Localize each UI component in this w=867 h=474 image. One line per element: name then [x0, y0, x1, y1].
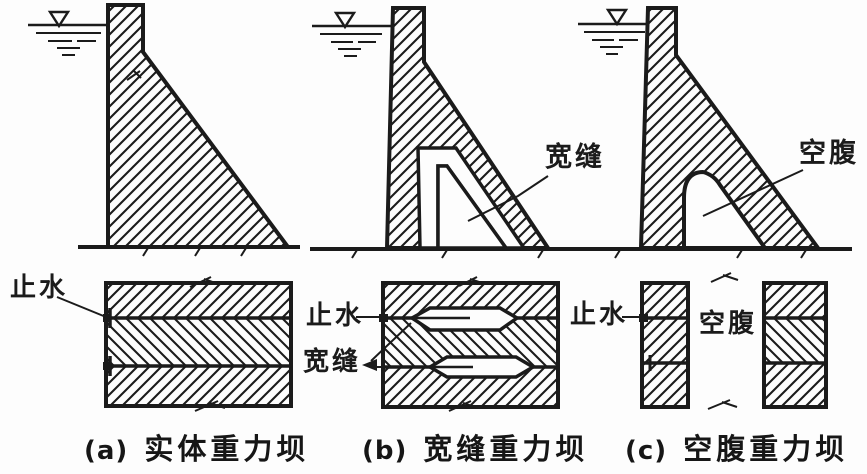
water-level-icon	[578, 8, 648, 55]
break-mark	[458, 276, 486, 287]
waterstop-dot	[639, 314, 648, 322]
adjacent-monolith-through-slot	[436, 164, 510, 250]
waterstop-dot	[103, 362, 110, 370]
hollow-label-plan: 空腹	[699, 309, 758, 339]
plan-b-outline	[381, 281, 560, 409]
caption-index: (c)	[625, 436, 668, 466]
plan-c-left-strip	[640, 281, 690, 409]
wide-slot-leader-lines	[370, 322, 430, 368]
dam-c-elevation	[575, 6, 852, 259]
caption-text: 空腹重力坝	[683, 432, 849, 466]
joint-centerlines	[412, 316, 473, 369]
water-level-icon	[28, 10, 108, 56]
joint-lines	[764, 316, 826, 365]
waterstop-leader-line	[56, 296, 107, 318]
waterstop-dot	[379, 314, 388, 322]
caption-index: (b)	[362, 436, 408, 466]
break-mark	[710, 272, 739, 283]
break-mark	[126, 70, 142, 81]
caption-solid-gravity-dam: (a) 实体重力坝	[84, 432, 310, 466]
caption-wide-slot-gravity-dam: (b) 宽缝重力坝	[362, 432, 589, 466]
waterstop-label-b: 止水	[306, 301, 365, 331]
waterstop-dot	[103, 314, 110, 322]
plan-c-right-strip	[762, 281, 828, 409]
wide-slot-label-plan: 宽缝	[303, 347, 362, 377]
dam-b-plan	[356, 276, 560, 412]
hollow-label: 空腹	[799, 138, 859, 169]
hollow-cavity-void	[682, 169, 769, 250]
break-mark	[707, 399, 738, 410]
break-mark	[448, 400, 479, 412]
ground-ticks	[351, 249, 544, 259]
hollow-leader-line	[702, 169, 804, 217]
ground-ticks	[142, 247, 247, 257]
wide-slot-arrowhead	[362, 359, 377, 371]
caption-hollow-gravity-dam: (c) 空腹重力坝	[625, 432, 849, 466]
break-mark	[194, 400, 226, 412]
dam-b-elevation	[310, 6, 592, 259]
caption-index: (a)	[84, 436, 129, 466]
dam-c-plan	[622, 272, 828, 410]
caption-text: 实体重力坝	[144, 432, 310, 466]
dam-a-body	[106, 3, 292, 249]
water-level-icon	[312, 11, 393, 57]
wide-slot-leader-line	[467, 175, 549, 222]
joint-lines	[106, 316, 291, 368]
dam-a-plan	[56, 276, 293, 412]
break-mark	[189, 276, 219, 288]
ground-ticks	[614, 249, 807, 259]
wide-slot-opening-lower	[426, 355, 537, 379]
caption-text: 宽缝重力坝	[423, 432, 589, 466]
waterstop-label-a: 止水	[10, 273, 69, 303]
waterstop-label-c: 止水	[570, 300, 629, 330]
wide-slot-label: 宽缝	[545, 142, 605, 173]
dam-a-elevation	[28, 3, 300, 257]
